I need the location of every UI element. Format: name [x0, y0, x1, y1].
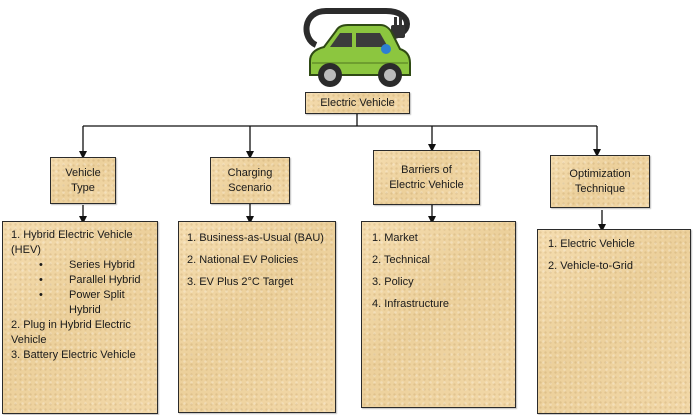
node-barriers-of-electric-vehicle: Barriers of Electric Vehicle — [373, 150, 480, 205]
list-item: 2. National EV Policies — [187, 254, 299, 266]
node-title-line2: Scenario — [228, 181, 272, 194]
list-subitem: • Parallel Hybrid — [39, 274, 141, 286]
list-vehicle-type: 1. Hybrid Electric Vehicle (HEV) • Serie… — [2, 221, 158, 414]
node-title-line1: Charging — [227, 166, 273, 179]
node-title-line1: Optimization — [569, 167, 631, 180]
root-node-electric-vehicle: Electric Vehicle — [305, 92, 410, 114]
bullet-dot: • — [39, 274, 43, 286]
list-item: 1. Business-as-Usual (BAU) — [187, 232, 324, 244]
list-charging-scenario: 1. Business-as-Usual (BAU) 2. National E… — [178, 221, 336, 413]
node-optimization-technique: Optimization Technique — [550, 155, 650, 208]
node-title-line2: Technique — [574, 182, 626, 195]
bullet-dot: • — [39, 289, 43, 301]
list-barriers: 1. Market 2. Technical 3. Policy 4. Infr… — [361, 221, 516, 408]
node-title-line1: Barriers of — [401, 163, 452, 176]
list-item: 2. Plug in Hybrid Electric Vehicle — [11, 319, 131, 346]
bullet-dot: • — [39, 259, 43, 271]
list-item: 2. Technical — [372, 254, 430, 266]
list-item: 3. Battery Electric Vehicle — [11, 349, 136, 361]
list-item: 1. Market — [372, 232, 418, 244]
list-item: 1. Electric Vehicle — [548, 238, 635, 250]
list-item: 1. Hybrid Electric Vehicle (HEV) — [11, 229, 133, 256]
node-charging-scenario: Charging Scenario — [210, 157, 290, 204]
car-icon — [309, 24, 411, 87]
list-item: 3. EV Plus 2°C Target — [187, 276, 294, 288]
list-item: 2. Vehicle-to-Grid — [548, 260, 633, 272]
electric-car-plug-icon — [303, 8, 411, 87]
node-title-line2: Electric Vehicle — [389, 178, 464, 191]
list-item: 4. Infrastructure — [372, 298, 450, 310]
node-title-line2: Type — [71, 181, 95, 194]
root-label: Electric Vehicle — [320, 96, 395, 109]
list-subitem: • Series Hybrid — [39, 259, 136, 271]
list-subitem: • Power Split Hybrid — [39, 289, 125, 316]
list-item: 3. Policy — [372, 276, 414, 288]
node-title-line1: Vehicle — [65, 166, 101, 179]
node-vehicle-type: Vehicle Type — [50, 157, 116, 204]
list-optimization-technique: 1. Electric Vehicle 2. Vehicle-to-Grid — [537, 229, 691, 414]
